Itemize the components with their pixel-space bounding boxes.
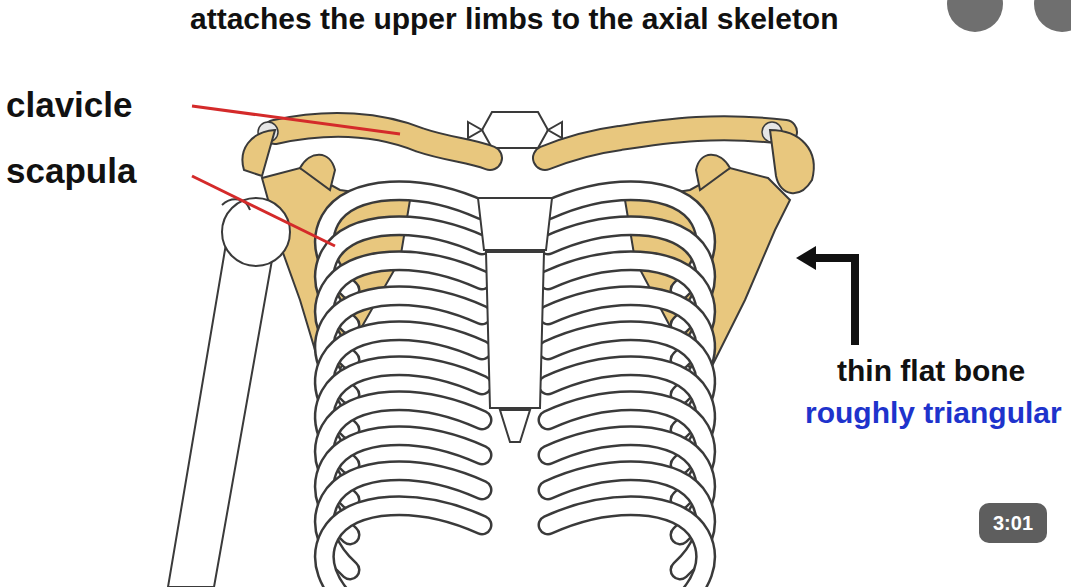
leader-line bbox=[192, 106, 400, 134]
title: attaches the upper limbs to the axial sk… bbox=[190, 2, 839, 35]
sternum-body bbox=[486, 252, 544, 408]
acromion bbox=[770, 130, 814, 193]
coracoid-process bbox=[696, 155, 730, 190]
clavicle-bone bbox=[545, 128, 785, 158]
arrow-head bbox=[796, 246, 816, 270]
xiphoid-process bbox=[500, 410, 530, 442]
timestamp-text: 3:01 bbox=[993, 511, 1033, 535]
description-text: roughly triangular bbox=[805, 396, 1062, 429]
rib-cage bbox=[324, 191, 705, 587]
timestamp-badge: 3:01 bbox=[979, 503, 1047, 543]
leader-line bbox=[192, 176, 335, 246]
video-button bbox=[947, 0, 1003, 32]
vertebra bbox=[468, 122, 562, 138]
pointer-arrow bbox=[812, 258, 855, 345]
part-label: scapula bbox=[6, 152, 136, 191]
clavicle-bone bbox=[275, 125, 490, 158]
sternum-manubrium bbox=[478, 198, 552, 250]
description-text: thin flat bone bbox=[837, 354, 1025, 387]
coracoid-process bbox=[300, 155, 335, 190]
acromion bbox=[242, 130, 275, 176]
video-button bbox=[1034, 0, 1071, 32]
vertebra bbox=[482, 112, 548, 148]
part-label: clavicle bbox=[6, 86, 133, 125]
humerus-bone bbox=[168, 232, 272, 587]
